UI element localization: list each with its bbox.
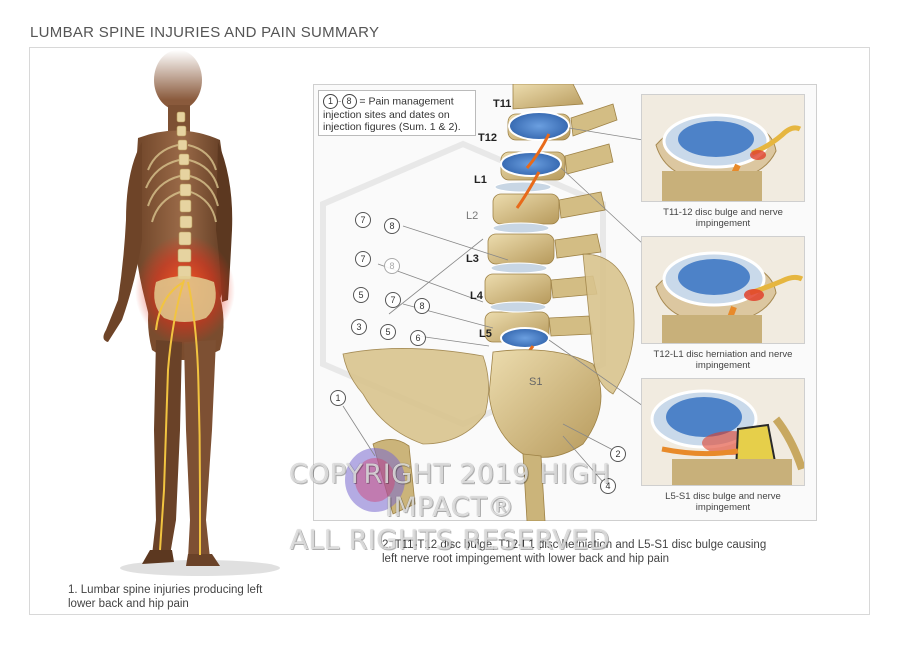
inset-t11-t12-caption: T11-12 disc bulge and nerve impingement [663, 207, 783, 229]
inset-t12-l1 [641, 236, 805, 344]
inset-l5-s1 [641, 378, 805, 486]
inset-l5-s1-caption: L5-S1 disc bulge and nerve impingement [665, 491, 781, 513]
vertebra-label-t12: T12 [478, 132, 497, 144]
figure-2-caption: 2. T11-T12 disc bulge, T12-L1 disc herni… [382, 539, 767, 565]
injection-site-marker: 8 [384, 258, 400, 274]
inset-t11-t12 [641, 94, 805, 202]
injection-site-marker: 5 [353, 287, 369, 303]
injection-site-marker: 6 [410, 330, 426, 346]
injection-legend: 1-8 = Pain management injection sites an… [318, 90, 476, 136]
inset-t12-l1-illustration [642, 237, 804, 343]
page-title: LUMBAR SPINE INJURIES AND PAIN SUMMARY [30, 24, 380, 41]
copyright-watermark: COPYRIGHT 2019 HIGH IMPACT® ALL RIGHTS R… [240, 458, 660, 557]
summary-frame [29, 47, 870, 615]
inset-t11-t12-illustration [642, 95, 804, 201]
figure-2-spine-illustration [320, 84, 644, 521]
legend-range-start-marker: 1 [323, 94, 338, 109]
inset-t12-l1-caption: T12-L1 disc herniation and nerve impinge… [653, 349, 793, 371]
injection-site-marker: 7 [355, 251, 371, 267]
vertebra-label-s1: S1 [529, 376, 543, 388]
vertebra-label-l1: L1 [474, 174, 487, 186]
injection-site-marker: 1 [330, 390, 346, 406]
injection-site-marker: 8 [384, 218, 400, 234]
figure-1-caption: 1. Lumbar spine injuries producing left … [68, 584, 263, 610]
injection-site-marker: 2 [610, 446, 626, 462]
injection-site-marker: 3 [351, 319, 367, 335]
legend-range-end-marker: 8 [341, 94, 357, 109]
vertebra-label-l2: L2 [466, 210, 479, 222]
watermark-line-2: ALL RIGHTS RESERVED [289, 525, 611, 556]
vertebra-label-l3: L3 [466, 253, 479, 265]
vertebra-label-l5: L5 [479, 328, 492, 340]
injection-site-marker: 7 [385, 292, 401, 308]
watermark-line-1: COPYRIGHT 2019 HIGH IMPACT® [289, 459, 611, 523]
figure-1-body-illustration [103, 50, 280, 576]
inset-l5-s1-illustration [642, 379, 804, 485]
injection-site-marker: 7 [355, 212, 371, 228]
injection-site-marker: 4 [600, 478, 616, 494]
vertebra-label-l4: L4 [470, 290, 483, 302]
injection-site-marker: 8 [414, 298, 430, 314]
legend-text: = Pain management injection sites and da… [323, 95, 461, 133]
vertebra-label-t11: T11 [493, 98, 512, 110]
injection-site-marker: 5 [380, 324, 396, 340]
